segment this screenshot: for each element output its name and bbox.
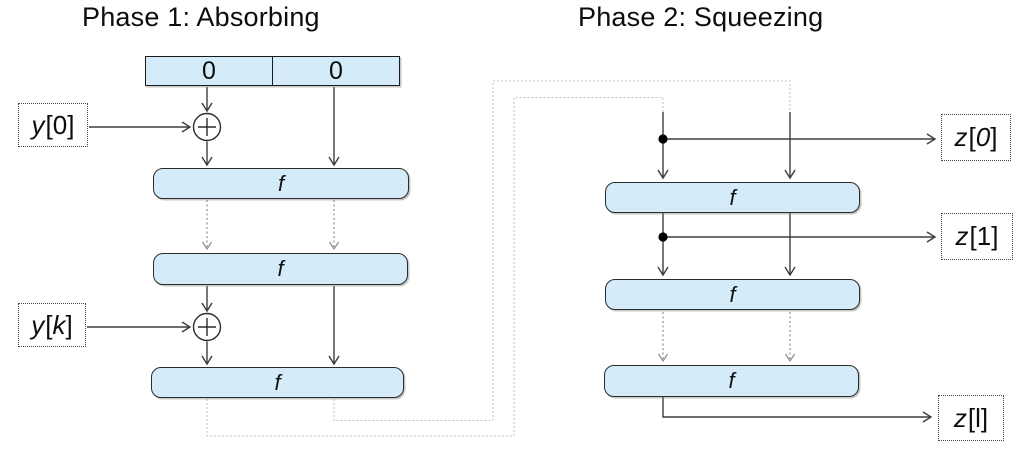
wires-absorbing-dotted: [201, 200, 340, 251]
state-cell-rate: 0: [146, 57, 273, 85]
feedback-loop-inner: [206, 96, 664, 437]
initial-state-register: 0 0: [145, 56, 400, 86]
output-z1-open: [: [969, 221, 977, 251]
squeeze-f-block-2: f: [605, 279, 860, 310]
input-yk-open: [: [45, 309, 53, 340]
wires-squeezing-dotted: [657, 312, 796, 363]
input-yk-box: y[k]: [18, 303, 86, 347]
wires-squeezing: [657, 112, 937, 423]
output-z0-index: 0: [975, 122, 991, 152]
absorb-f-block-3: f: [151, 367, 404, 398]
junction-dot-z1: [658, 232, 668, 242]
phase1-title: Phase 1: Absorbing: [82, 2, 320, 32]
output-zl-var: z: [953, 402, 967, 433]
output-z0-close: ]: [990, 122, 998, 152]
output-zl-box: z[l]: [938, 395, 1004, 441]
absorb-f-block-1: f: [153, 168, 409, 199]
wires-absorbing: [87, 87, 340, 366]
output-z1-index: 1: [976, 221, 992, 251]
input-y0-close: ]: [67, 109, 75, 140]
state-cell-capacity: 0: [329, 56, 343, 85]
input-y0-index: 0: [52, 109, 68, 140]
output-z0-var: z: [954, 122, 968, 152]
output-z0-box: z[0]: [941, 114, 1011, 161]
input-y0-box: y[0]: [18, 103, 88, 147]
input-yk-close: ]: [65, 309, 73, 340]
input-y0-open: [: [45, 109, 53, 140]
junction-dot-z0: [658, 134, 668, 144]
squeeze-f-block-1: f: [605, 182, 860, 213]
output-zl-index: l: [975, 402, 981, 433]
output-zl-open: [: [967, 402, 976, 433]
xor-icon: [192, 312, 222, 342]
input-yk-index: k: [52, 309, 66, 340]
output-z1-close: ]: [991, 221, 999, 251]
xor-icon: [192, 112, 222, 142]
input-y0-var: y: [31, 109, 45, 140]
output-z1-var: z: [955, 221, 969, 251]
absorb-f-block-2: f: [153, 253, 408, 285]
input-yk-var: y: [31, 309, 45, 340]
output-z0-open: [: [968, 122, 976, 152]
phase2-title: Phase 2: Squeezing: [578, 2, 824, 32]
output-zl-close: ]: [980, 402, 989, 433]
feedback-loop-outer: [333, 80, 791, 422]
squeeze-f-block-3: f: [604, 365, 859, 397]
output-z1-box: z[1]: [941, 213, 1013, 260]
